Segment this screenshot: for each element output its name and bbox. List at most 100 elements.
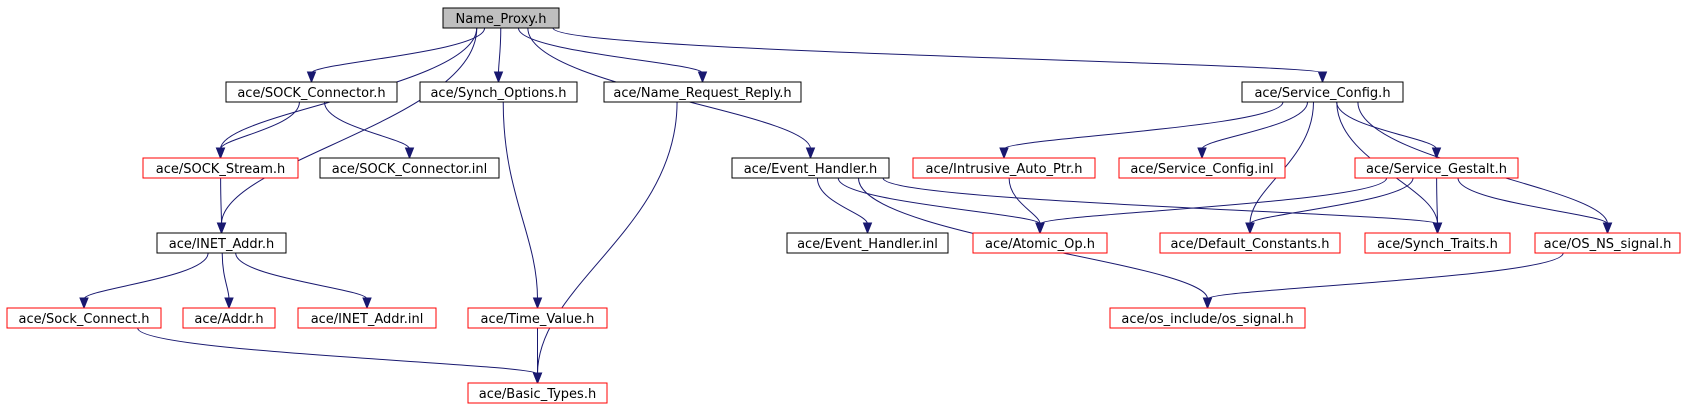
node-time-value[interactable]: ace/Time_Value.h	[467, 307, 608, 329]
arrowhead-service_gestalt-to-os_ns_signal	[1602, 222, 1613, 235]
arrowhead-service_config-to-intrusive_auto_ptr	[999, 147, 1009, 160]
node-box	[419, 81, 578, 103]
node-label: ace/SOCK_Connector.h	[237, 86, 385, 101]
node-box	[972, 232, 1108, 254]
arrowhead-os_ns_signal-to-os_signal	[1202, 297, 1213, 310]
node-label: ace/Service_Config.inl	[1130, 162, 1273, 177]
node-box	[603, 81, 802, 103]
arrowhead-inet_addr-to-addr	[224, 297, 234, 310]
node-basic-types[interactable]: ace/Basic_Types.h	[467, 382, 608, 404]
arrowhead-sock_connector-to-sock_stream	[215, 147, 226, 160]
node-label: ace/Intrusive_Auto_Ptr.h	[926, 162, 1083, 177]
node-label: ace/SOCK_Connector.inl	[332, 162, 488, 177]
node-addr[interactable]: ace/Addr.h	[182, 307, 276, 329]
edge-event_handler-to-synch_traits	[882, 177, 1438, 225]
node-event-handler[interactable]: ace/Event_Handler.h	[731, 157, 890, 179]
edge-service_config-to-service_gestalt	[1336, 101, 1437, 150]
arrowhead-name_proxy-to-event_handler	[805, 147, 816, 160]
arrowhead-name_proxy-to-synch_options	[493, 71, 504, 84]
node-sock-connector-inl[interactable]: ace/SOCK_Connector.inl	[319, 157, 500, 179]
node-service-gestalt[interactable]: ace/Service_Gestalt.h	[1354, 157, 1519, 179]
edge-name_proxy-to-sock_connector	[311, 27, 486, 74]
node-label: ace/os_include/os_signal.h	[1121, 312, 1293, 327]
edge-sock_stream-to-inet_addr	[220, 177, 222, 225]
node-box	[297, 307, 437, 329]
edge-sock_connect-to-basic_types	[137, 327, 538, 375]
node-box	[1118, 157, 1286, 179]
node-label: ace/Basic_Types.h	[479, 387, 596, 402]
node-box	[1364, 232, 1511, 254]
node-os-signal[interactable]: ace/os_include/os_signal.h	[1109, 307, 1306, 329]
edge-name_proxy-to-service_config	[552, 27, 1323, 74]
node-label: ace/Time_Value.h	[481, 312, 595, 327]
node-box	[1109, 307, 1306, 329]
node-label: ace/Atomic_Op.h	[985, 237, 1095, 252]
edge-inet_addr-to-addr	[221, 252, 230, 300]
node-box	[467, 307, 608, 329]
node-synch-options[interactable]: ace/Synch_Options.h	[419, 81, 578, 103]
node-label: Name_Proxy.h	[456, 12, 547, 27]
edge-inet_addr-to-inet_addr_inl	[235, 252, 368, 300]
node-event-handler-inl[interactable]: ace/Event_Handler.inl	[786, 232, 949, 254]
edge-intrusive_auto_ptr-to-atomic_op	[1008, 177, 1041, 225]
node-box	[319, 157, 500, 179]
edge-event_handler-to-atomic_op	[837, 177, 1041, 225]
node-sock-connector[interactable]: ace/SOCK_Connector.h	[225, 81, 398, 103]
arrowhead-event_handler-to-event_handler_inl	[862, 222, 873, 235]
edge-service_gestalt-to-atomic_op	[1039, 177, 1388, 225]
arrowhead-name_request_reply-to-basic_types	[532, 372, 543, 385]
node-box	[786, 232, 949, 254]
edges-layer	[79, 27, 1613, 385]
arrowhead-service_gestalt-to-default_constants	[1245, 222, 1255, 235]
node-sock-stream[interactable]: ace/SOCK_Stream.h	[142, 157, 299, 179]
node-box	[225, 81, 398, 103]
arrowhead-name_proxy-to-sock_connector	[306, 71, 317, 84]
node-box	[182, 307, 276, 329]
arrowhead-inet_addr-to-sock_connect	[79, 297, 89, 310]
edge-service_config-to-service_config_inl	[1201, 101, 1309, 150]
node-box	[442, 7, 560, 29]
arrowhead-inet_addr-to-inet_addr_inl	[362, 297, 372, 310]
edge-service_gestalt-to-default_constants	[1249, 177, 1414, 225]
edge-event_handler-to-event_handler_inl	[816, 177, 868, 225]
edge-service_gestalt-to-synch_traits	[1436, 177, 1438, 225]
arrowhead-service_gestalt-to-atomic_op	[1035, 222, 1045, 235]
node-inet-addr-inl[interactable]: ace/INET_Addr.inl	[297, 307, 437, 329]
node-name-request-reply[interactable]: ace/Name_Request_Reply.h	[603, 81, 802, 103]
node-label: ace/Name_Request_Reply.h	[613, 86, 791, 101]
node-box	[6, 307, 162, 329]
node-os-ns-signal[interactable]: ace/OS_NS_signal.h	[1534, 232, 1681, 254]
node-label: ace/Service_Config.h	[1254, 86, 1390, 101]
node-default-constants[interactable]: ace/Default_Constants.h	[1159, 232, 1341, 254]
node-name-proxy: Name_Proxy.h	[442, 7, 560, 29]
edge-name_proxy-to-name_request_reply	[517, 27, 703, 74]
node-atomic-op[interactable]: ace/Atomic_Op.h	[972, 232, 1108, 254]
node-box	[912, 157, 1096, 179]
node-box	[1159, 232, 1341, 254]
arrowhead-service_config-to-service_gestalt	[1431, 147, 1442, 160]
node-sock-connect[interactable]: ace/Sock_Connect.h	[6, 307, 162, 329]
edge-service_config-to-intrusive_auto_ptr	[1003, 101, 1284, 150]
node-label: ace/Synch_Options.h	[430, 86, 566, 101]
node-service-config-inl[interactable]: ace/Service_Config.inl	[1118, 157, 1286, 179]
edge-sock_connector-to-sock_stream	[220, 101, 300, 150]
node-synch-traits[interactable]: ace/Synch_Traits.h	[1364, 232, 1511, 254]
arrowhead-name_proxy-to-service_config	[1317, 71, 1328, 84]
edge-os_ns_signal-to-os_signal	[1207, 252, 1564, 300]
node-label: ace/Default_Constants.h	[1170, 237, 1329, 252]
node-label: ace/INET_Addr.inl	[311, 312, 424, 327]
arrowhead-service_config-to-service_config_inl	[1197, 147, 1207, 160]
node-intrusive-auto-ptr[interactable]: ace/Intrusive_Auto_Ptr.h	[912, 157, 1096, 179]
node-label: ace/OS_NS_signal.h	[1544, 237, 1672, 252]
node-label: ace/SOCK_Stream.h	[156, 162, 286, 177]
node-box	[1354, 157, 1519, 179]
node-box	[467, 382, 608, 404]
node-label: ace/INET_Addr.h	[169, 237, 274, 252]
node-inet-addr[interactable]: ace/INET_Addr.h	[156, 232, 287, 254]
node-label: ace/Synch_Traits.h	[1377, 237, 1498, 252]
nodes-layer: Name_Proxy.h ace/SOCK_Connector.h ace/Sync…	[6, 7, 1681, 404]
node-service-config[interactable]: ace/Service_Config.h	[1241, 81, 1404, 103]
edge-synch_options-to-time_value	[502, 101, 538, 300]
node-label: ace/Service_Gestalt.h	[1366, 162, 1507, 177]
